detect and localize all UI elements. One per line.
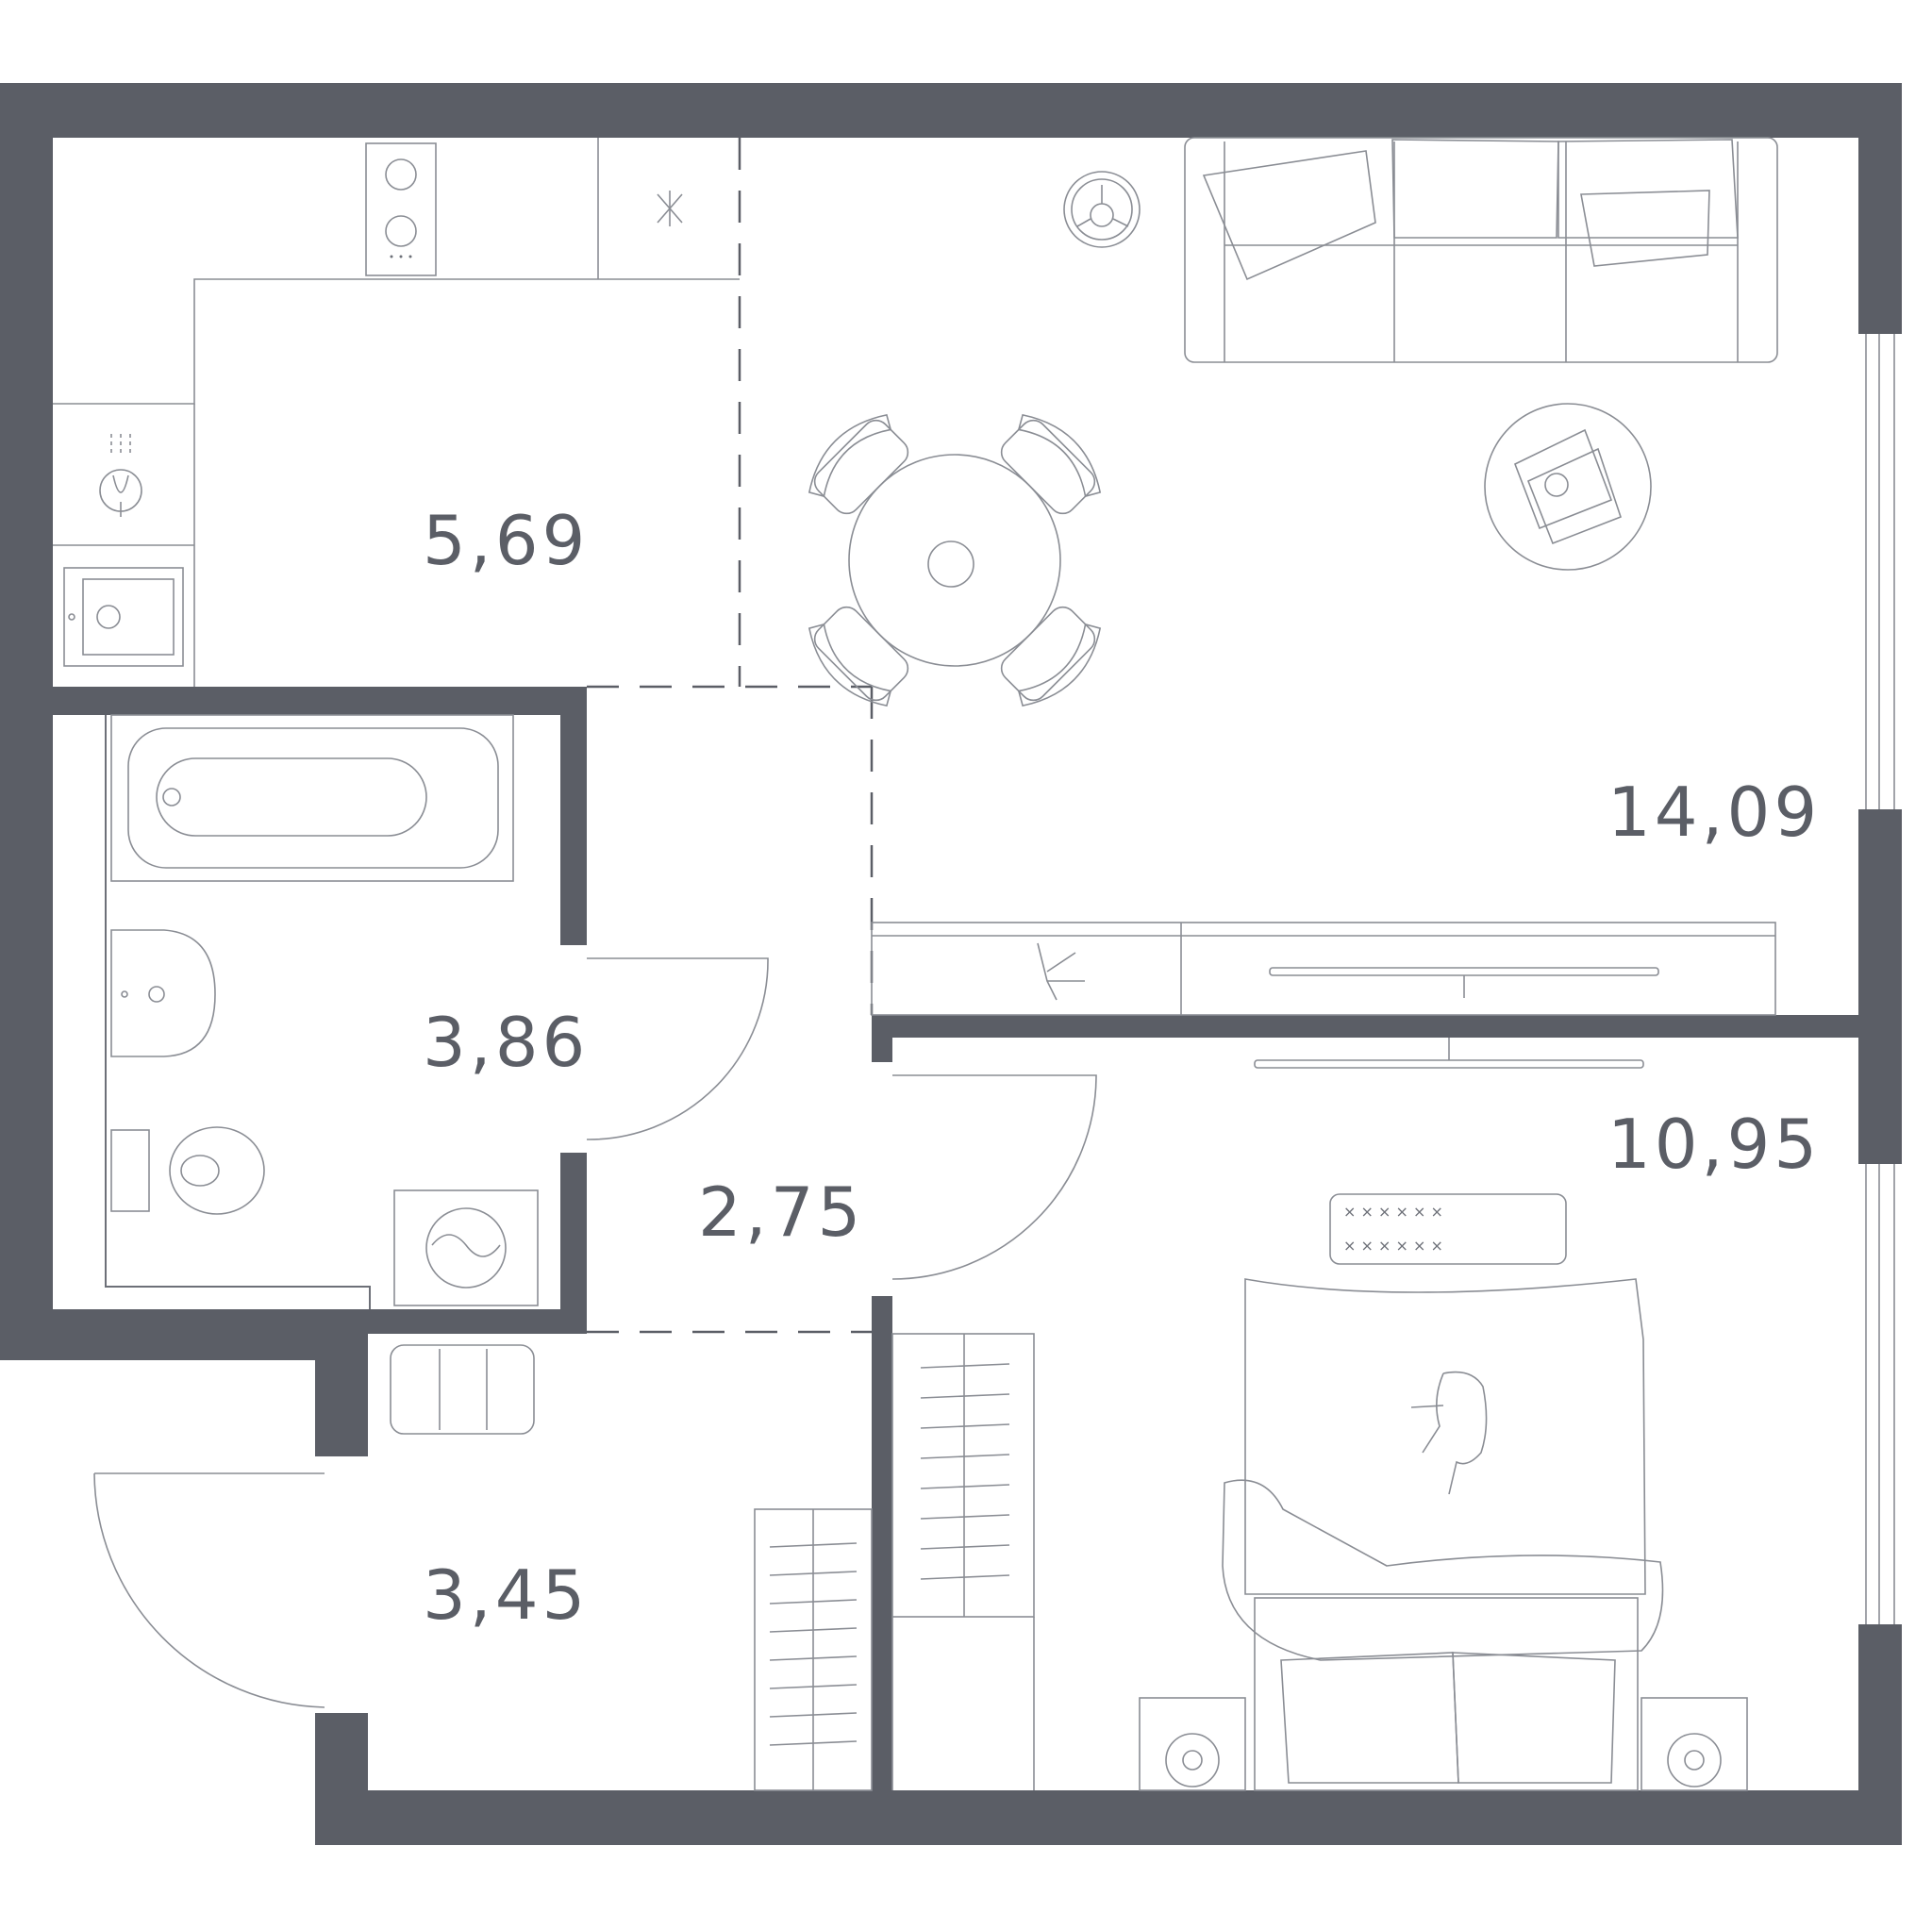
bathtub-icon — [110, 714, 514, 882]
coffee-table-icon — [1484, 403, 1652, 571]
room-area-corridor: 2,75 — [698, 1172, 864, 1252]
plant-icon — [1063, 171, 1141, 248]
sofa-icon — [1184, 137, 1778, 363]
wardrobe-icon — [754, 1508, 873, 1791]
room-area-hallway: 3,45 — [423, 1555, 589, 1635]
cat-icon — [1410, 1371, 1488, 1495]
svg-text:× × × × × ×: × × × × × × — [1343, 1203, 1443, 1221]
light-icon — [657, 191, 683, 226]
bed-icon — [1222, 1278, 1664, 1791]
area-labels: 5,69 14,09 3,86 2,75 10,95 3,45 — [423, 501, 1821, 1635]
bench-icon: × × × × × × × × × × × × — [1329, 1193, 1567, 1265]
washbasin-icon — [110, 929, 216, 1057]
room-area-kitchen: 5,69 — [423, 501, 589, 580]
zone-dividers — [587, 138, 874, 1334]
windows — [1865, 334, 1895, 1624]
tv-stand-icon — [871, 922, 1776, 1016]
room-area-bedroom: 10,95 — [1607, 1105, 1821, 1184]
hallway-furniture — [390, 1333, 1035, 1791]
stove-icon — [365, 142, 437, 276]
faucet-icon — [99, 434, 142, 517]
room-area-living: 14,09 — [1607, 773, 1821, 852]
kitchen-furniture — [53, 138, 740, 687]
walls — [0, 83, 1902, 1845]
sink-icon — [63, 567, 184, 667]
bench-icon — [390, 1344, 535, 1435]
tv-icon — [1254, 1038, 1644, 1069]
bedroom-furniture: × × × × × × × × × × × × — [1139, 1038, 1748, 1791]
washing-machine-icon — [393, 1189, 539, 1306]
bath-inner-frame — [105, 715, 371, 1309]
doors — [93, 957, 1097, 1708]
toilet-icon — [110, 1126, 265, 1215]
wardrobe-icon — [891, 1333, 1035, 1790]
bathroom-furniture — [110, 714, 539, 1306]
living-furniture — [808, 137, 1778, 1016]
tv-icon — [1269, 967, 1659, 998]
nightstand-icon — [1641, 1697, 1748, 1791]
dining-table-icon — [808, 413, 1102, 707]
room-area-bathroom: 3,86 — [423, 1003, 589, 1082]
nightstand-icon — [1139, 1697, 1246, 1791]
svg-text:× × × × × ×: × × × × × × — [1343, 1237, 1443, 1255]
